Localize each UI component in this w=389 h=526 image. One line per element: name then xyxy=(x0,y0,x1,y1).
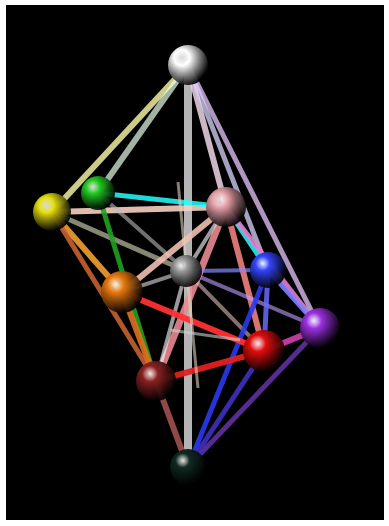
ball-orange xyxy=(101,271,143,313)
ball-red xyxy=(243,330,285,372)
ball-green xyxy=(81,176,115,210)
stick-white-green xyxy=(98,65,188,193)
ball-white xyxy=(168,45,208,85)
ball-maroon xyxy=(136,361,176,401)
ball-yellow xyxy=(33,193,71,231)
stick-white-blue xyxy=(188,65,268,270)
ball-black xyxy=(170,449,206,485)
ball-purple xyxy=(300,308,340,348)
ball-blue xyxy=(250,252,286,288)
ball-pink xyxy=(206,187,246,227)
stick-white-purple xyxy=(188,65,320,328)
stick-yellow-pink xyxy=(52,207,226,212)
stick-white-yellow xyxy=(52,65,188,212)
ball-gray xyxy=(170,255,202,287)
